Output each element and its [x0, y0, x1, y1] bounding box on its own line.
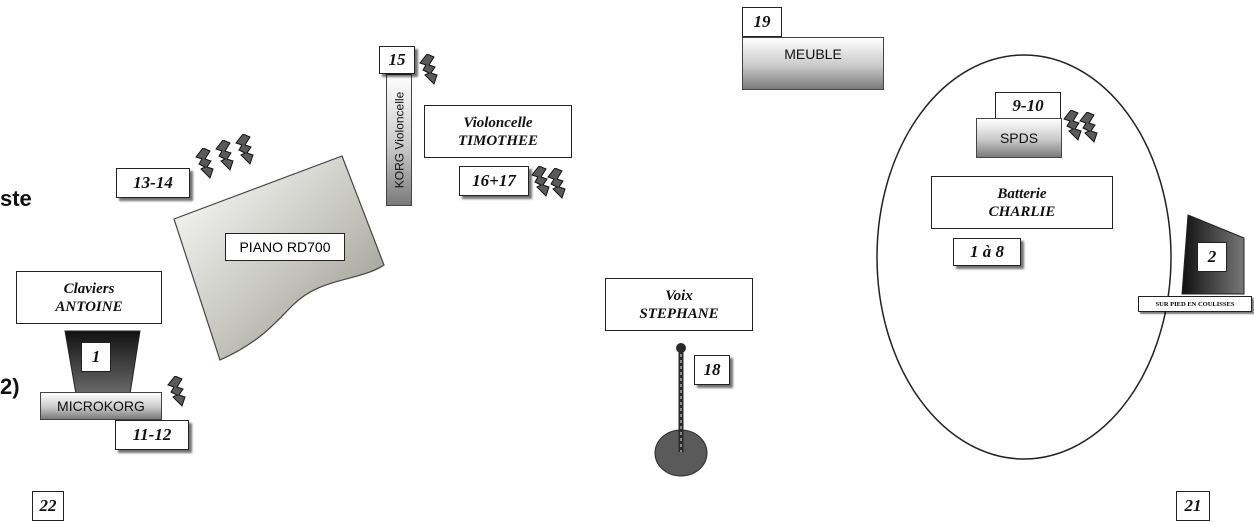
- drum-riser-ellipse: [876, 54, 1172, 460]
- musician-violoncelle: Violoncelle TIMOTHEE: [424, 105, 572, 158]
- edge-text-bottom: 2): [0, 374, 20, 399]
- voix-line1: Voix: [665, 287, 693, 304]
- furniture-meuble: MEUBLE: [742, 37, 884, 90]
- channel-9-10: 9-10: [995, 92, 1061, 120]
- batterie-line2: CHARLIE: [988, 203, 1056, 220]
- violoncelle-line2: TIMOTHEE: [457, 132, 538, 149]
- microkorg-text: MICROKORG: [57, 398, 145, 414]
- bolt-icon: [419, 54, 438, 85]
- musician-voix: Voix STEPHANE: [605, 278, 753, 331]
- korg-violoncelle-text: KORG Violoncelle: [392, 91, 406, 189]
- channel-21: 21: [1176, 491, 1210, 521]
- voix-line2: STEPHANE: [639, 305, 719, 322]
- claviers-line1: Claviers: [63, 280, 115, 297]
- channel-19: 19: [742, 7, 782, 37]
- piano-label-text: PIANO RD700: [239, 238, 331, 255]
- instrument-microkorg: MICROKORG: [40, 392, 162, 420]
- channel-18: 18: [694, 355, 730, 385]
- channel-1-a-8: 1 à 8: [953, 238, 1021, 266]
- piano-label: PIANO RD700: [225, 233, 345, 261]
- bolt-icon: [235, 134, 254, 165]
- musician-claviers: Claviers ANTOINE: [16, 271, 162, 324]
- batterie-line1: Batterie: [997, 185, 1047, 202]
- channel-11-12: 11-12: [115, 420, 189, 450]
- claviers-line2: ANTOINE: [55, 298, 123, 315]
- note-sur-pied: SUR PIED EN COULISSES: [1138, 296, 1252, 312]
- channel-22: 22: [32, 491, 64, 521]
- instrument-korg-violoncelle: KORG Violoncelle: [386, 74, 412, 206]
- channel-13-14: 13-14: [116, 168, 190, 198]
- edge-text-top: ste: [0, 186, 32, 211]
- channel-2-monitor: 2: [1197, 242, 1227, 272]
- channel-15: 15: [379, 46, 415, 74]
- violoncelle-line1: Violoncelle: [463, 114, 533, 131]
- channel-16-17: 16+17: [459, 166, 529, 196]
- channel-1-monitor: 1: [81, 342, 111, 372]
- bolt-icon: [547, 168, 566, 199]
- mic-stand: [654, 343, 708, 477]
- instrument-spds: SPDS: [976, 118, 1062, 158]
- meuble-text: MEUBLE: [784, 46, 842, 62]
- spds-text: SPDS: [999, 130, 1039, 146]
- musician-batterie: Batterie CHARLIE: [931, 176, 1113, 229]
- note-sur-pied-text: SUR PIED EN COULISSES: [1155, 300, 1235, 308]
- bolt-icon: [167, 376, 186, 407]
- bolt-icon: [1079, 112, 1098, 143]
